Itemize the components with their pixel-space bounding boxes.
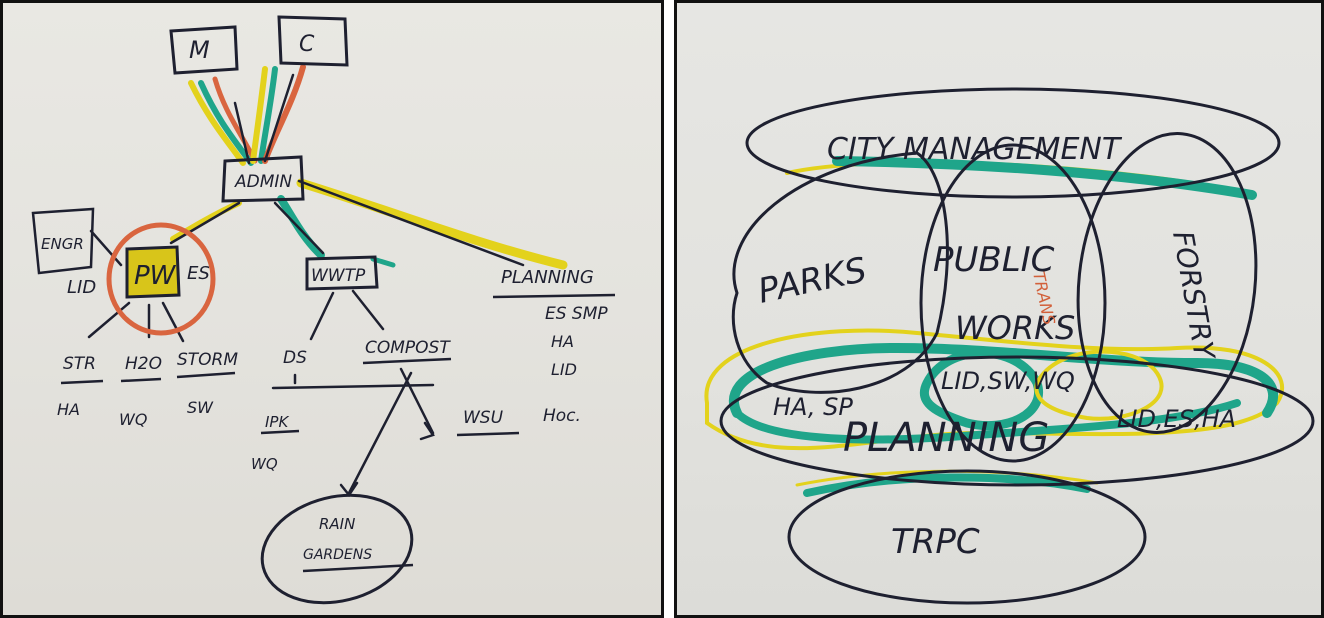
left-whiteboard-photo: M C ADMIN ENGR PW LID ES STR H2O STORM H… bbox=[0, 0, 664, 618]
wsu-label: WSU bbox=[463, 408, 504, 428]
ipk-label: IPK bbox=[265, 413, 289, 431]
color-strands bbox=[170, 64, 568, 270]
city-management-label: CITY MANAGEMENT bbox=[827, 132, 1123, 167]
pw-box bbox=[125, 245, 181, 299]
lid-sw-wq-label: LID,SW,WQ bbox=[941, 367, 1075, 395]
rain-label: RAIN bbox=[319, 515, 355, 533]
public-label: PUBLIC bbox=[933, 240, 1055, 280]
ha-label: HA bbox=[57, 400, 80, 419]
rain-gardens-oval bbox=[260, 493, 414, 605]
engr-label: ENGR bbox=[41, 235, 84, 253]
works-label: WORKS bbox=[955, 309, 1075, 347]
trpc-label: TRPC bbox=[891, 522, 980, 562]
wq-label: WQ bbox=[119, 410, 147, 429]
admin-box bbox=[221, 155, 305, 203]
planning-label: PLANNING bbox=[501, 267, 594, 288]
admin-label: ADMIN bbox=[234, 172, 292, 192]
c-box bbox=[277, 15, 349, 67]
compost-label: COMPOST bbox=[365, 338, 451, 358]
city-management-oval bbox=[745, 87, 1281, 199]
parks-label: PARKS bbox=[755, 250, 871, 312]
pw-label: PW bbox=[134, 261, 177, 291]
m-box bbox=[169, 25, 239, 75]
public-works-oval bbox=[919, 143, 1107, 463]
forestry-oval bbox=[1076, 132, 1258, 434]
venn-sketch: CITY MANAGEMENT PARKS PUBLIC WORKS TRANS… bbox=[704, 87, 1315, 605]
h2o-label: H2O bbox=[125, 354, 162, 374]
planning-label: PLANNING bbox=[843, 415, 1049, 461]
connector-lines bbox=[87, 73, 525, 498]
org-chart-sketch: M C ADMIN ENGR PW LID ES STR H2O STORM H… bbox=[31, 15, 616, 605]
parks-oval bbox=[731, 151, 949, 394]
storm-label: STORM bbox=[177, 350, 238, 370]
wq-wwtp-label: WQ bbox=[251, 455, 278, 473]
wwtp-box bbox=[305, 255, 379, 291]
ha-planning-label: HA bbox=[551, 332, 574, 351]
sw-label: SW bbox=[187, 398, 214, 417]
es-label: ES bbox=[187, 263, 210, 284]
lid-label: LID bbox=[67, 277, 96, 298]
c-label: C bbox=[299, 32, 315, 57]
engr-box bbox=[31, 207, 95, 275]
es-smp-label: ES SMP bbox=[545, 304, 608, 324]
color-loops bbox=[704, 156, 1285, 497]
right-whiteboard-photo: CITY MANAGEMENT PARKS PUBLIC WORKS TRANS… bbox=[674, 0, 1324, 618]
gardens-label: GARDENS bbox=[303, 547, 372, 563]
trpc-oval bbox=[787, 469, 1147, 605]
m-label: M bbox=[189, 36, 210, 64]
pw-circle bbox=[106, 222, 216, 336]
venn-ellipses bbox=[719, 87, 1315, 605]
str-label: STR bbox=[63, 354, 96, 374]
lid-es-ha-label: LID,ES,HA bbox=[1117, 405, 1236, 433]
planning-oval bbox=[719, 355, 1315, 487]
ha-sp-label: HA, SP bbox=[773, 393, 853, 421]
ds-label: DS bbox=[283, 348, 307, 368]
forestry-label: FORSTRY bbox=[1166, 228, 1221, 363]
wwtp-label: WWTP bbox=[311, 266, 366, 286]
lid-planning-label: LID bbox=[551, 360, 577, 379]
hoc-label: Hoc. bbox=[543, 406, 581, 426]
